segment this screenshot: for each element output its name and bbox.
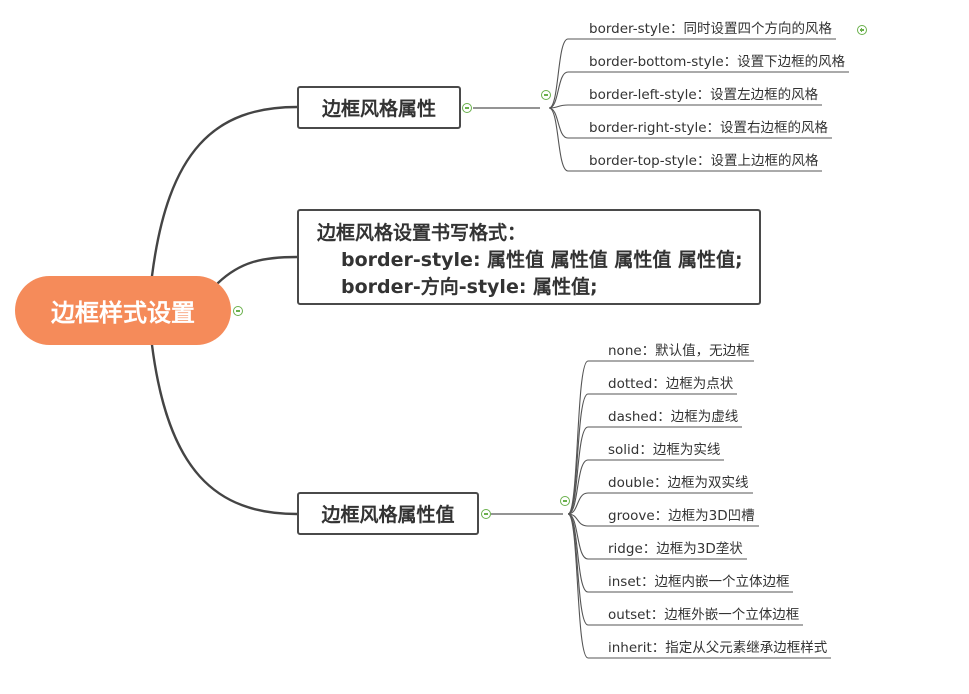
leaf-connector [548,107,569,139]
style-properties-collapse-icon[interactable] [462,103,472,113]
leaf-border-right-style[interactable]: border-right-style：设置右边框的风格 [589,120,829,136]
style-properties-group-collapse-icon[interactable] [541,90,551,100]
edge-root-style [150,105,299,278]
leaf-connector [567,393,589,515]
syntax-line-border-style: border-style: 属性值 属性值 属性值 属性值; [341,249,743,271]
edge-root-syntax [216,255,299,285]
leaf-border-bottom-style[interactable]: border-bottom-style：设置下边框的风格 [589,54,846,70]
leaf-value-inset[interactable]: inset：边框内嵌一个立体边框 [608,574,790,590]
leaf-connector [567,513,589,659]
leaf-connector [567,492,589,515]
leaf-connector [548,107,569,172]
leaf-value-dotted[interactable]: dotted：边框为点状 [608,376,734,392]
root-collapse-icon[interactable] [233,306,243,316]
topic-label: 边框风格属性 [321,98,436,120]
syntax-title: 边框风格设置书写格式： [317,222,527,244]
edge-root-values [150,343,299,516]
leaf-connector [548,38,569,109]
leaf-border-style[interactable]: border-style：同时设置四个方向的风格 [589,21,832,37]
leaf-value-inherit[interactable]: inherit：指定从父元素继承边框样式 [608,640,828,656]
leaf-value-outset[interactable]: outset：边框外嵌一个立体边框 [608,607,800,623]
topic-label: 边框风格属性值 [321,504,455,526]
leaf-value-none[interactable]: none：默认值，无边框 [608,343,750,359]
syntax-line-direction-style: border-方向-style: 属性值; [341,276,598,298]
leaf-connector [567,459,589,515]
leaf-value-dashed[interactable]: dashed：边框为虚线 [608,409,739,425]
leaf-value-ridge[interactable]: ridge：边框为3D垄状 [608,541,743,557]
style-values-group-collapse-icon[interactable] [560,496,570,506]
topic-border-style-syntax[interactable]: 边框风格设置书写格式： border-style: 属性值 属性值 属性值 属性… [297,209,761,305]
leaf-value-groove[interactable]: groove：边框为3D凹槽 [608,508,755,524]
leaf-value-double[interactable]: double：边框为双实线 [608,475,749,491]
style-values-collapse-icon[interactable] [481,509,491,519]
leaf-connector [548,104,569,109]
leaf-connector [567,360,589,515]
leaf-value-solid[interactable]: solid：边框为实线 [608,442,721,458]
root-topic[interactable]: 边框样式设置 [15,276,231,345]
expand-icon[interactable] [857,25,867,35]
topic-border-style-values[interactable]: 边框风格属性值 [297,492,479,535]
leaf-connector [548,71,569,109]
leaf-border-top-style[interactable]: border-top-style：设置上边框的风格 [589,153,819,169]
leaf-connector [567,426,589,515]
leaf-connector [567,513,589,626]
topic-border-style-properties[interactable]: 边框风格属性 [297,86,461,129]
root-topic-label: 边框样式设置 [51,299,195,327]
leaf-border-left-style[interactable]: border-left-style：设置左边框的风格 [589,87,819,103]
